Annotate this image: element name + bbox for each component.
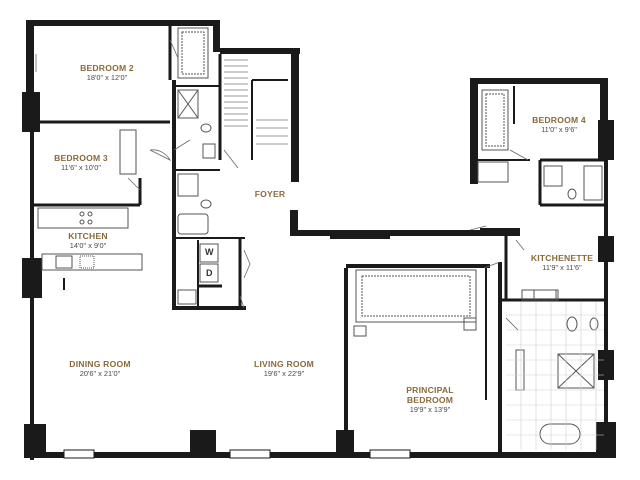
room-name-line-2: BEDROOM	[406, 394, 454, 405]
door-swings	[35, 39, 529, 331]
ensuite-tile-grid	[506, 302, 604, 450]
room-dimensions: 11'9" x 11'6"	[542, 262, 582, 272]
room-label-dining-room: DINING ROOM 20'6" x 21'0"	[62, 359, 138, 378]
staircase	[224, 59, 288, 160]
bathroom-fixtures	[177, 89, 603, 445]
washer-label: W	[205, 247, 214, 257]
room-label-bedroom-3: BEDROOM 3 11'6" x 10'0"	[48, 153, 114, 172]
room-name: KITCHENETTE	[530, 253, 594, 263]
kitchen-counters	[37, 207, 559, 301]
room-name: BEDROOM 4	[532, 115, 586, 125]
room-name: BEDROOM 2	[80, 63, 134, 73]
room-dimensions: 20'6" x 21'0"	[79, 368, 121, 378]
room-name: BEDROOM 3	[54, 153, 108, 163]
room-label-living-room: LIVING ROOM 19'6" x 22'9"	[246, 359, 322, 378]
room-label-principal-bedroom: PRINCIPAL BEDROOM 19'9" x 13'9"	[392, 385, 468, 414]
exterior-walls	[22, 20, 616, 460]
room-name: PRINCIPAL	[406, 385, 454, 395]
room-dimensions: 14'0" x 9'0"	[69, 240, 107, 250]
room-name: DINING ROOM	[69, 359, 131, 369]
room-dimensions: 11'0" x 9'6"	[541, 124, 577, 134]
room-label-foyer: FOYER	[240, 189, 300, 200]
room-name: FOYER	[254, 189, 286, 199]
room-name: KITCHEN	[68, 231, 108, 241]
room-dimensions: 11'6" x 10'0"	[61, 162, 101, 172]
room-label-kitchenette: KITCHENETTE 11'9" x 11'6"	[524, 253, 600, 272]
room-label-bedroom-4: BEDROOM 4 11'0" x 9'6"	[526, 115, 592, 134]
room-label-bedroom-2: BEDROOM 2 18'0" x 12'0"	[72, 63, 142, 82]
closets	[119, 27, 509, 337]
room-dimensions: 18'0" x 12'0"	[86, 72, 128, 82]
room-dimensions: 19'9" x 13'9"	[409, 404, 451, 414]
room-name: LIVING ROOM	[254, 359, 314, 369]
room-dimensions: 19'6" x 22'9"	[263, 368, 305, 378]
room-label-kitchen: KITCHEN 14'0" x 9'0"	[58, 231, 118, 250]
interior-walls	[34, 26, 604, 452]
dryer-label: D	[206, 268, 213, 278]
